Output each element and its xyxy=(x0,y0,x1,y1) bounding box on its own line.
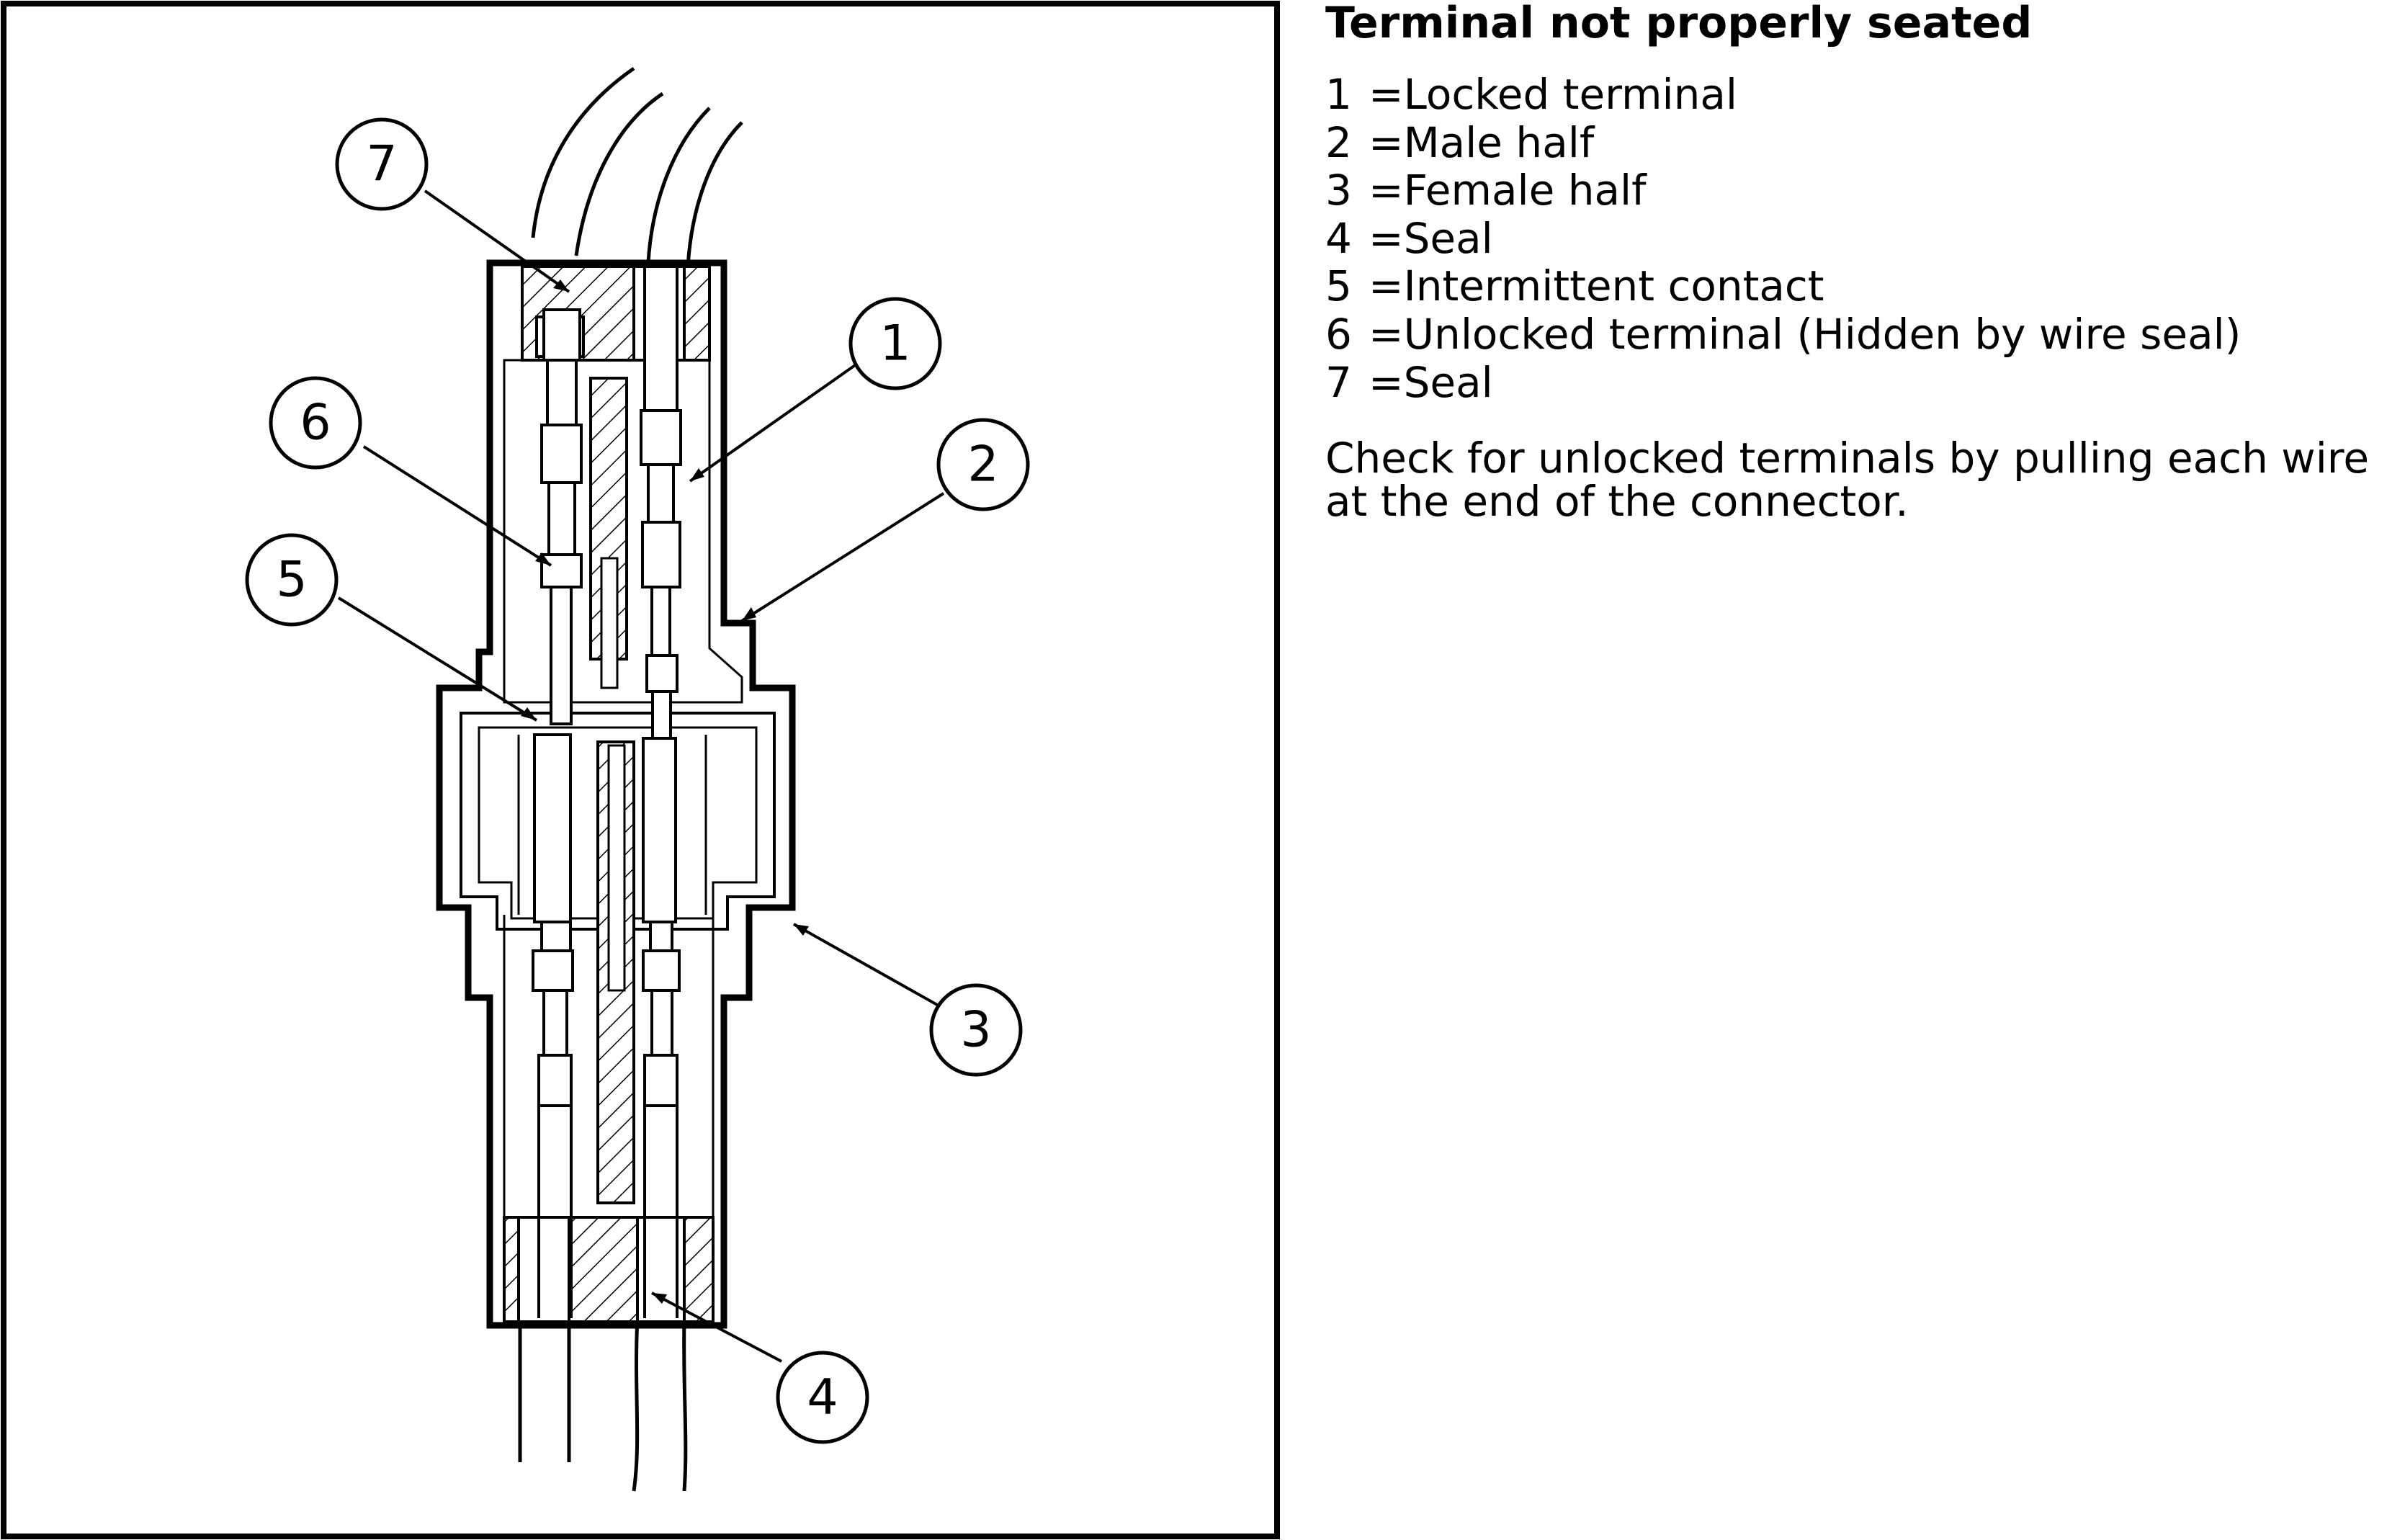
bottom-wires xyxy=(518,1317,688,1492)
legend-item: 6 =Unlocked terminal (Hidden by wire seal… xyxy=(1325,310,2241,359)
female-half-shell xyxy=(460,712,776,931)
legend-separator: = xyxy=(1369,309,1404,359)
callout-label-7: 7 xyxy=(366,136,397,193)
legend-item-text: Seal xyxy=(1403,213,1493,263)
callout-label-3: 3 xyxy=(960,1002,991,1059)
callout-circle-7 xyxy=(335,117,429,211)
callout-circle-5 xyxy=(245,533,339,627)
legend-item-number: 3 xyxy=(1325,166,1352,215)
male-half-shell xyxy=(436,259,796,1329)
legend-item-text: Male half xyxy=(1403,117,1595,167)
legend-item: 4 =Seal xyxy=(1325,213,2241,263)
female-channel xyxy=(503,735,715,1318)
callout-label-4: 4 xyxy=(807,1369,838,1426)
legend-item-number: 7 xyxy=(1325,357,1352,407)
legend-note: Check for unlocked terminals by pulling … xyxy=(1325,434,2370,526)
callout-label-1: 1 xyxy=(879,315,910,372)
legend-item-text: Female half xyxy=(1403,166,1647,215)
diagram-frame xyxy=(1,1,1280,1539)
legend-item-number: 6 xyxy=(1325,309,1352,359)
callout-circle-1 xyxy=(848,297,942,390)
legend-item-number: 1 xyxy=(1325,70,1352,119)
top-wires xyxy=(531,66,743,267)
legend-item-text: Intermittent contact xyxy=(1403,261,1824,311)
callout-circle-4 xyxy=(776,1351,869,1444)
unlocked-terminal xyxy=(532,308,583,1107)
legend-item-number: 5 xyxy=(1325,261,1352,311)
legend-item-text: Unlocked terminal (Hidden by wire seal) xyxy=(1403,309,2241,359)
callout-label-6: 6 xyxy=(300,395,331,452)
callout-circle-2 xyxy=(936,418,1030,511)
legend-separator: = xyxy=(1369,70,1404,119)
connector-diagram: 7 1 6 2 5 3 4 xyxy=(1,1,1280,1539)
callout-circle-3 xyxy=(929,983,1023,1077)
legend-separator: = xyxy=(1369,213,1404,263)
legend-separator: = xyxy=(1369,166,1404,215)
callout-label-2: 2 xyxy=(967,437,998,493)
legend-separator: = xyxy=(1369,261,1404,311)
legend-item-text: Seal xyxy=(1403,357,1493,407)
callout-label-5: 5 xyxy=(276,552,307,609)
callout-circle-6 xyxy=(269,376,362,470)
legend-item-number: 2 xyxy=(1325,117,1352,167)
legend-separator: = xyxy=(1369,117,1404,167)
legend-item: 1 =Locked terminal xyxy=(1325,71,2241,119)
legend-item: 5 =Intermittent contact xyxy=(1325,262,2241,310)
legend-item-number: 4 xyxy=(1325,213,1352,263)
leader-lines xyxy=(337,189,945,1363)
legend-separator: = xyxy=(1369,357,1404,407)
legend-list: 1=Locked terminal 2=Male half 3=Female h… xyxy=(1325,71,2241,406)
legend-item: 3 =Female half xyxy=(1325,166,2241,215)
legend-item: 2 =Male half xyxy=(1325,117,2241,167)
legend-item: 7 =Seal xyxy=(1325,357,2241,407)
legend-item-text: Locked terminal xyxy=(1403,70,1738,119)
legend-title: Terminal not properly seated xyxy=(1325,0,2033,48)
locked-terminal xyxy=(640,265,682,1107)
